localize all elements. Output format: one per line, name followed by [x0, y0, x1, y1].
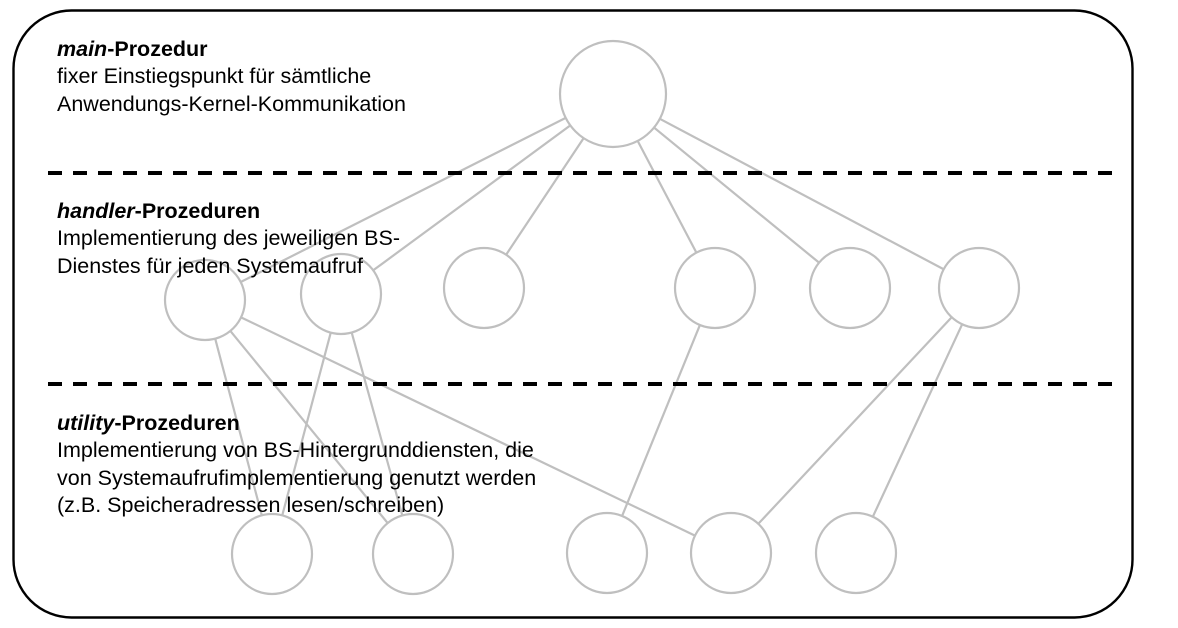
node-u2[interactable]: [371, 512, 455, 596]
edge-h4-u3: [621, 324, 701, 517]
edge-h2-u1: [281, 332, 332, 516]
node-h3[interactable]: [442, 246, 526, 330]
edge-m1-h5: [653, 126, 820, 264]
edges-group: [214, 116, 964, 537]
node-u3[interactable]: [565, 511, 649, 595]
dividers-group: [48, 171, 1119, 386]
node-u1[interactable]: [230, 512, 314, 596]
edge-h6-u5: [871, 323, 964, 518]
node-h6[interactable]: [937, 246, 1021, 330]
node-h1[interactable]: [163, 258, 247, 342]
nodes-group: [163, 39, 1021, 596]
edge-h1-u1: [214, 338, 263, 516]
edge-h1-u2: [229, 330, 389, 524]
outer-border: [12, 9, 1134, 619]
node-h2[interactable]: [299, 252, 383, 336]
edge-h2-u2: [350, 332, 404, 516]
edge-m1-h3: [505, 137, 585, 256]
node-u5[interactable]: [814, 511, 898, 595]
edge-m1-h6: [659, 117, 945, 271]
edge-h6-u4: [757, 316, 953, 525]
node-u4[interactable]: [689, 511, 773, 595]
node-h4[interactable]: [673, 246, 757, 330]
edge-m1-h2: [372, 124, 571, 272]
edge-h1-u4: [240, 316, 696, 537]
node-h5[interactable]: [808, 246, 892, 330]
edge-m1-h4: [636, 140, 698, 254]
edge-m1-h1: [240, 116, 567, 283]
node-m1[interactable]: [558, 39, 668, 149]
